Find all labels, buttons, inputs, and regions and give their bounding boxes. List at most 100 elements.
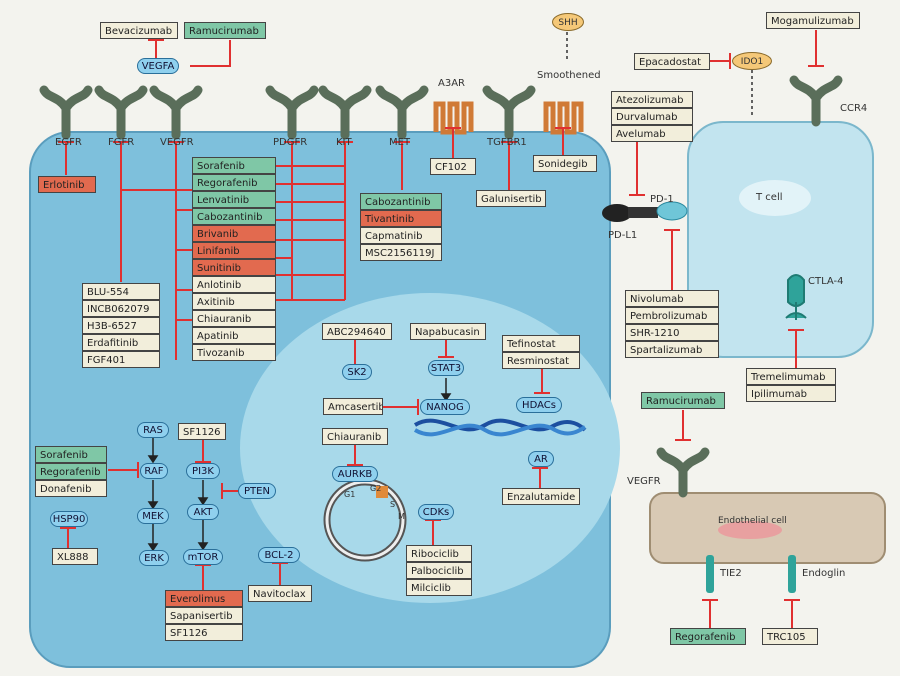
drug-lenvatinib: Lenvatinib (192, 191, 276, 208)
vegfr-endothelial-label: VEGFR (627, 476, 661, 487)
drug-cf102: CF102 (430, 158, 476, 175)
pd-1-label: PD-1 (650, 194, 674, 205)
pd-l1-stalk (628, 207, 658, 218)
tie2-receptor (706, 555, 714, 593)
kit-receptor (318, 85, 372, 140)
tgfbr1-receptor (482, 85, 536, 140)
pd-l1-label: PD-L1 (608, 230, 638, 241)
smoothened-receptor (543, 101, 584, 135)
drug-msc2156119j: MSC2156119J (360, 244, 442, 261)
vegfr-endothelial-receptor (656, 447, 710, 498)
drug-tivantinib: Tivantinib (360, 210, 442, 227)
drug-cabozantinib: Cabozantinib (192, 208, 276, 225)
vegfr-label: VEGFR (160, 137, 194, 148)
drug-ipilimumab: Ipilimumab (746, 385, 836, 402)
node-nanog: NANOG (420, 399, 470, 415)
drug-regorafenib: Regorafenib (35, 463, 107, 480)
node-ar: AR (528, 451, 554, 467)
node-erk: ERK (139, 550, 169, 566)
node-aurkb: AURKB (332, 466, 378, 482)
drug-sf1126: SF1126 (165, 624, 243, 641)
node-pi3k: PI3K (186, 463, 220, 479)
drug-regorafenib-endothelial: Regorafenib (670, 628, 746, 645)
drug-nivolumab: Nivolumab (625, 290, 719, 307)
node-mek: MEK (137, 508, 169, 524)
pdgfr-receptor (265, 85, 319, 140)
endothelial-cell-label: Endothelial cell (718, 516, 787, 526)
fgfr-receptor (94, 85, 148, 140)
drug-chiauranib: Chiauranib (322, 428, 388, 445)
drug-enzalutamide: Enzalutamide (502, 488, 580, 505)
tie2-label: TIE2 (720, 568, 742, 579)
smoothened-label: Smoothened (537, 70, 601, 81)
cell-cycle-g2-label: G2 (370, 484, 382, 493)
node-hsp90: HSP90 (50, 511, 88, 527)
drug-amcasertib: Amcasertib (323, 398, 383, 415)
drug-durvalumab: Durvalumab (611, 108, 693, 125)
nucleus (240, 293, 620, 603)
drug-donafenib: Donafenib (35, 480, 107, 497)
a3ar-receptor (433, 101, 474, 135)
drug-avelumab: Avelumab (611, 125, 693, 142)
drug-chiauranib: Chiauranib (192, 310, 276, 327)
ctla-4-label: CTLA-4 (808, 276, 844, 287)
drug-mogamulizumab: Mogamulizumab (766, 12, 860, 29)
endothelial-nucleus (718, 521, 782, 539)
drug-tremelimumab: Tremelimumab (746, 368, 836, 385)
drug-palbociclib: Palbociclib (406, 562, 472, 579)
drug-napabucasin: Napabucasin (410, 323, 486, 340)
drug-ramucirumab-endothelial: Ramucirumab (641, 392, 725, 409)
cell-cycle-g1-label: G1 (344, 490, 356, 499)
cell-cycle-m-label: M (398, 512, 405, 521)
vegfa-ligand: VEGFA (137, 58, 179, 74)
drug-h3b-6527: H3B-6527 (82, 317, 160, 334)
drug-anlotinib: Anlotinib (192, 276, 276, 293)
drug-sorafenib: Sorafenib (35, 446, 107, 463)
node-pten: PTEN (238, 483, 276, 499)
cell-cycle-inner (325, 480, 405, 560)
ctla-4-molecule (785, 274, 807, 320)
drug-apatinib: Apatinib (192, 327, 276, 344)
drug-erdafitinib: Erdafitinib (82, 334, 160, 351)
drug-spartalizumab: Spartalizumab (625, 341, 719, 358)
drug-sapanisertib: Sapanisertib (165, 607, 243, 624)
drug-bevacizumab: Bevacizumab (100, 22, 178, 39)
node-bcl-2: BCL-2 (258, 547, 300, 563)
drug-linifanib: Linifanib (192, 242, 276, 259)
kit-label: KIT (336, 137, 352, 148)
egfr-label: EGFR (55, 137, 82, 148)
drug-milciclib: Milciclib (406, 579, 472, 596)
node-sk2: SK2 (342, 364, 372, 380)
ccr4-label: CCR4 (840, 103, 868, 114)
node-hdacs: HDACs (516, 397, 562, 413)
egfr-receptor (39, 85, 93, 140)
drug-tivozanib: Tivozanib (192, 344, 276, 361)
dna-strand-b (413, 423, 587, 437)
drug-cabozantinib: Cabozantinib (360, 193, 442, 210)
ido1-ligand: IDO1 (732, 52, 772, 70)
endoglin-receptor (788, 555, 796, 593)
drug-capmatinib: Capmatinib (360, 227, 442, 244)
tgfbr1-label: TGFBR1 (487, 137, 527, 148)
drug-navitoclax: Navitoclax (248, 585, 312, 602)
drug-tefinostat: Tefinostat (502, 335, 580, 352)
t-cell-nucleus (739, 180, 811, 216)
drug-brivanib: Brivanib (192, 225, 276, 242)
drug-sf1126-pi3k: SF1126 (178, 423, 226, 440)
drug-ribociclib: Ribociclib (406, 545, 472, 562)
vegfr-receptor (149, 85, 203, 140)
pd-l1-molecule (602, 204, 632, 222)
drug-axitinib: Axitinib (192, 293, 276, 310)
drug-shr-1210: SHR-1210 (625, 324, 719, 341)
node-mtor: mTOR (183, 549, 223, 565)
shh-ligand: SHH (552, 13, 584, 31)
drug-atezolizumab: Atezolizumab (611, 91, 693, 108)
drug-sonidegib: Sonidegib (533, 155, 597, 172)
node-akt: AKT (187, 504, 219, 520)
node-ras: RAS (137, 422, 169, 438)
drug-resminostat: Resminostat (502, 352, 580, 369)
cell-cycle-s-label: S (390, 500, 396, 509)
drug-fgf401: FGF401 (82, 351, 160, 368)
t-cell-label: T cell (756, 192, 783, 203)
